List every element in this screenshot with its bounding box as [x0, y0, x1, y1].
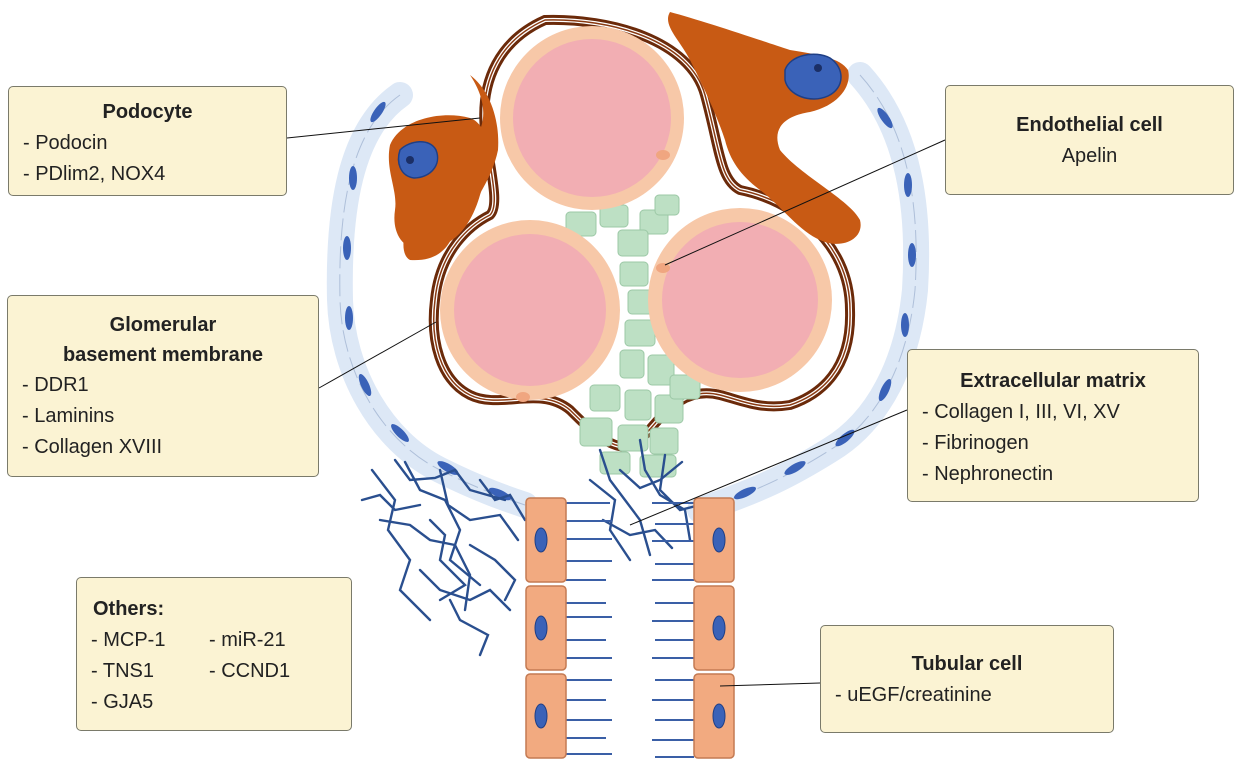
others-item: - MCP-1 — [91, 629, 166, 651]
capillary-right — [648, 208, 832, 392]
ecm-item: - Nephronectin — [922, 463, 1054, 485]
podocytes — [388, 12, 861, 261]
leader-endothelial — [664, 139, 946, 266]
tubular-item: - uEGF/creatinine — [835, 684, 992, 706]
tubule-lumen-microvilli — [566, 502, 694, 758]
bowman-capsule — [326, 62, 930, 523]
podocyte-item: - PDlim2, NOX4 — [23, 163, 166, 185]
endothelial-title: Endothelial cell — [1016, 114, 1163, 136]
leader-tubular — [719, 682, 821, 687]
leader-ecm — [629, 409, 908, 526]
tubule — [525, 497, 735, 759]
ecm-label-box: Extracellular matrix - Collagen I, III, … — [907, 349, 1199, 502]
tubular-label-box: Tubular cell - uEGF/creatinine — [820, 625, 1114, 733]
leader-podocyte — [286, 117, 481, 139]
tubular-cells — [525, 497, 735, 759]
others-item: - GJA5 — [91, 691, 154, 713]
tubular-nuclei — [534, 527, 726, 729]
leader-lines — [286, 117, 946, 687]
others-grid: - MCP-1 - miR-21 - TNS1 - CCND1 - GJA5 — [77, 625, 351, 718]
leader-gbm — [318, 321, 437, 389]
glomerular-basement-membrane — [428, 14, 856, 452]
capillary-loops — [440, 26, 832, 402]
podocyte-title: Podocyte — [102, 101, 193, 123]
gbm-item: - Collagen XVIII — [22, 436, 163, 458]
gbm-label-box: Glomerular basement membrane - DDR1 - La… — [7, 295, 319, 477]
ecm-item: - Collagen I, III, VI, XV — [922, 401, 1120, 423]
gbm-title-line2: basement membrane — [62, 344, 264, 366]
endothelial-label-box: Endothelial cell Apelin — [945, 85, 1234, 195]
interstitial-fibers — [360, 438, 702, 657]
ecm-item: - Fibrinogen — [922, 432, 1029, 454]
capillary-top — [500, 26, 684, 210]
gbm-title-line1: Glomerular — [109, 314, 217, 336]
others-label-box: Others: - MCP-1 - miR-21 - TNS1 - CCND1 … — [76, 577, 352, 731]
mesangial-cells — [565, 194, 701, 478]
gbm-item: - DDR1 — [22, 374, 89, 396]
podocyte-right — [668, 12, 861, 244]
others-item: - CCND1 — [209, 660, 291, 682]
capillary-left — [440, 220, 620, 400]
gbm-item: - Laminins — [22, 405, 115, 427]
podocyte-item: - Podocin — [23, 132, 108, 154]
others-item: - TNS1 — [91, 660, 154, 682]
others-item: - miR-21 — [209, 629, 286, 651]
podocyte-label-box: Podocyte - Podocin - PDlim2, NOX4 — [8, 86, 287, 196]
endothelial-item: Apelin — [1061, 145, 1118, 167]
ecm-title: Extracellular matrix — [960, 370, 1146, 392]
others-title: Others: — [93, 598, 165, 620]
tubular-title: Tubular cell — [911, 653, 1023, 675]
